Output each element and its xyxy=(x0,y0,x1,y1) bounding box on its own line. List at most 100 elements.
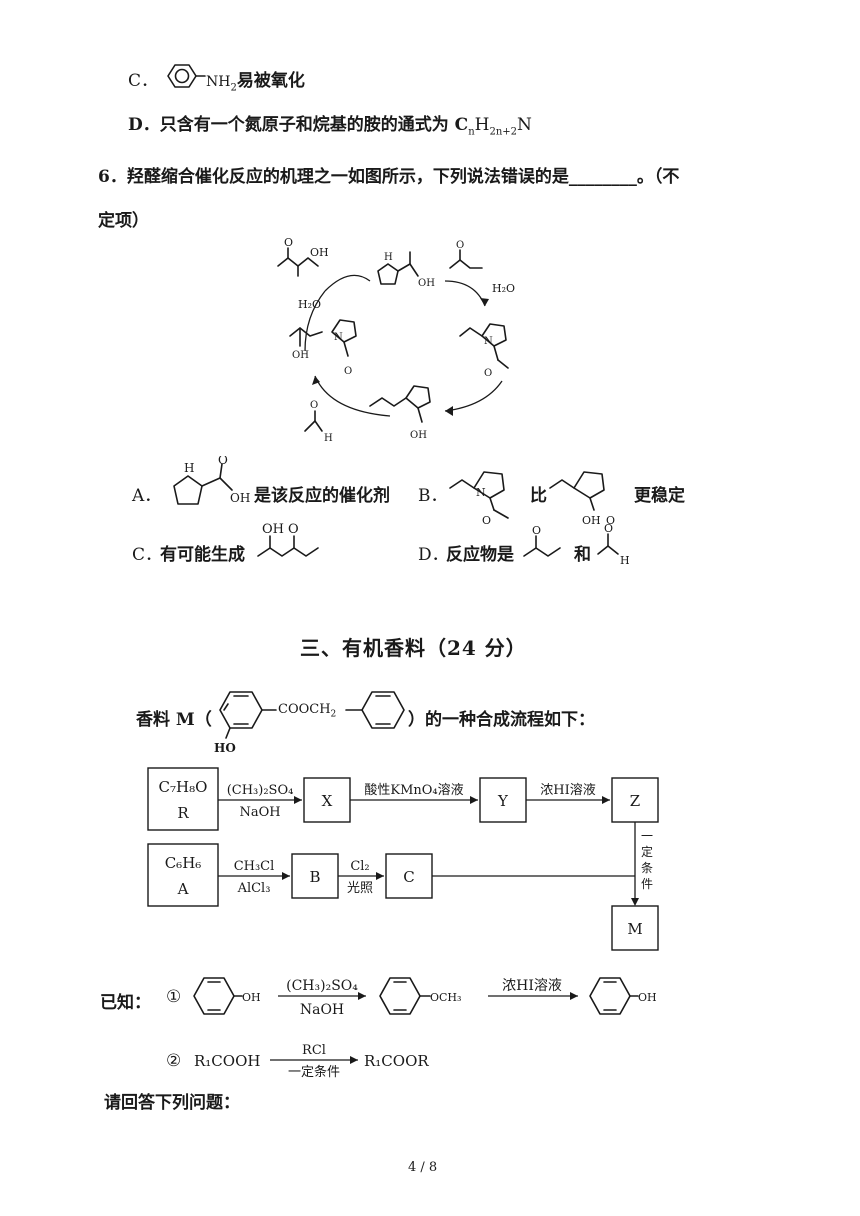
enamine-ring xyxy=(405,385,431,409)
aldol-structure-c: OH O xyxy=(257,522,319,557)
acetaldehyde-structure-d: O H xyxy=(597,524,630,567)
svg-text:N: N xyxy=(476,486,486,499)
q6-option-b-label: B． xyxy=(418,486,448,506)
box-r xyxy=(147,767,219,831)
section-3-heading: 三、有机香料（24 分） xyxy=(300,636,527,660)
svg-text:②: ② xyxy=(166,1051,181,1071)
option-d-text-2: H xyxy=(474,115,490,135)
option-d-sub-2: 2n+2 xyxy=(489,126,518,138)
svg-text:(CH₃)₂SO₄: (CH₃)₂SO₄ xyxy=(286,978,358,994)
q6-option-a-label: A． xyxy=(132,486,162,506)
option-d-sub-1: n xyxy=(468,126,475,138)
svg-text:O: O xyxy=(284,236,293,249)
iminium-structure-b: N O xyxy=(449,471,509,526)
svg-text:O: O xyxy=(482,514,491,526)
known-reaction-2: ② R₁COOH RCl 一定条件 R₁COOR xyxy=(166,1043,429,1080)
q6-option-b-text: 更稳定 xyxy=(634,486,685,506)
answer-prompt: 请回答下列问题： xyxy=(104,1093,240,1113)
svg-text:R₁COOR: R₁COOR xyxy=(364,1052,429,1070)
svg-text:A: A xyxy=(177,880,189,898)
svg-text:定: 定 xyxy=(641,844,653,859)
amino-sub: 2 xyxy=(230,82,237,94)
svg-text:O: O xyxy=(532,524,541,537)
svg-text:CH₃Cl: CH₃Cl xyxy=(234,859,275,874)
option-c-row: C． xyxy=(128,66,158,91)
svg-text:C: C xyxy=(403,868,414,886)
svg-text:OH: OH xyxy=(418,278,435,289)
svg-text:C₇H₈O: C₇H₈O xyxy=(159,778,208,796)
svg-text:OH: OH xyxy=(262,522,284,537)
option-d-label: D． xyxy=(128,115,160,135)
fragrance-m-structure: HO xyxy=(214,691,405,755)
iminium-ring-left xyxy=(331,319,357,343)
svg-text:O: O xyxy=(344,366,352,377)
known-reaction-1: ① OH (CH₃)₂SO₄ NaOH OCH₃ 浓HI溶液 OH xyxy=(166,977,657,1018)
svg-text:H: H xyxy=(620,554,630,567)
svg-text:酸性KMnO₄溶液: 酸性KMnO₄溶液 xyxy=(364,783,463,798)
box-m xyxy=(611,905,659,951)
cycle-arrow-top-right xyxy=(444,280,486,307)
svg-text:H₂O: H₂O xyxy=(298,298,321,311)
svg-text:X: X xyxy=(322,792,333,810)
svg-text:NaOH: NaOH xyxy=(239,805,280,820)
enamine-structure-b: OH O xyxy=(549,471,615,526)
cycle-arrow-top-left xyxy=(324,274,371,292)
svg-text:RCl: RCl xyxy=(302,1043,326,1058)
iminium-ring-right xyxy=(481,323,507,347)
q6-option-d-and: 和 xyxy=(574,545,591,565)
svg-text:①: ① xyxy=(166,987,181,1007)
svg-text:浓HI溶液: 浓HI溶液 xyxy=(540,783,595,798)
svg-text:H: H xyxy=(384,252,393,263)
butanone-structure-d: O xyxy=(523,524,561,557)
svg-text:R: R xyxy=(177,804,189,822)
option-d-text-3: N xyxy=(517,115,532,135)
svg-text:Z: Z xyxy=(630,792,640,810)
svg-text:N: N xyxy=(484,336,493,347)
synthesis-flowchart: C₇H₈O R (CH₃)₂SO₄ NaOH X 酸性KMnO₄溶液 Y 浓HI… xyxy=(147,767,659,951)
option-c-text: 易被氧化 xyxy=(236,71,305,91)
svg-text:OH: OH xyxy=(582,514,601,526)
svg-text:OCH₃: OCH₃ xyxy=(430,991,461,1004)
svg-text:(CH₃)₂SO₄: (CH₃)₂SO₄ xyxy=(227,783,294,798)
svg-text:R₁COOH: R₁COOH xyxy=(194,1052,260,1070)
q6-option-b-mid: 比 xyxy=(530,486,547,506)
option-c-label: C． xyxy=(128,71,159,91)
svg-text:OH: OH xyxy=(310,246,329,259)
svg-text:B: B xyxy=(309,868,320,886)
svg-text:NaOH: NaOH xyxy=(300,1002,344,1018)
svg-text:O: O xyxy=(288,522,299,537)
section-3-intro-post: ）的一种合成流程如下： xyxy=(408,710,595,730)
q6-option-a-text: 是该反应的催化剂 xyxy=(254,486,390,506)
svg-text:O: O xyxy=(310,400,318,411)
option-c-text-row: NH2易被氧化 xyxy=(206,66,305,93)
svg-text:OH: OH xyxy=(638,991,657,1004)
q6-option-c-text: 有可能生成 xyxy=(160,545,245,565)
aldol-product-chain xyxy=(277,257,319,267)
svg-text:OH: OH xyxy=(292,350,309,361)
fragrance-m-group: COOCH2 xyxy=(278,702,336,720)
svg-text:OH: OH xyxy=(230,491,250,505)
svg-text:OH: OH xyxy=(410,430,427,441)
amino-group: NH xyxy=(206,74,231,90)
q6-option-d-text: 反应物是 xyxy=(446,545,514,565)
svg-text:AlCl₃: AlCl₃ xyxy=(237,881,271,896)
svg-text:M: M xyxy=(627,920,642,938)
svg-text:H: H xyxy=(324,433,333,444)
svg-text:H₂O: H₂O xyxy=(492,282,515,295)
svg-text:O: O xyxy=(218,456,228,467)
svg-text:O: O xyxy=(604,524,613,535)
cycle-arrow-bottom-right xyxy=(444,380,503,412)
q6-option-d-label: D． xyxy=(418,545,449,565)
aniline-structure xyxy=(167,64,206,88)
q6-stem-cont: 定项） xyxy=(98,211,149,231)
q6-option-c-label: C． xyxy=(132,545,163,565)
svg-text:C₆H₆: C₆H₆ xyxy=(165,854,202,872)
svg-text:O: O xyxy=(456,240,464,251)
svg-text:H: H xyxy=(184,461,194,475)
catalytic-cycle-diagram: O OH H₂O H OH O H₂O N O OH N O OH O H xyxy=(277,236,515,444)
svg-text:一定条件: 一定条件 xyxy=(288,1064,340,1080)
proline-top xyxy=(377,263,399,285)
svg-text:Cl₂: Cl₂ xyxy=(350,859,369,874)
svg-text:OH: OH xyxy=(242,991,261,1004)
svg-text:HO: HO xyxy=(214,741,236,755)
